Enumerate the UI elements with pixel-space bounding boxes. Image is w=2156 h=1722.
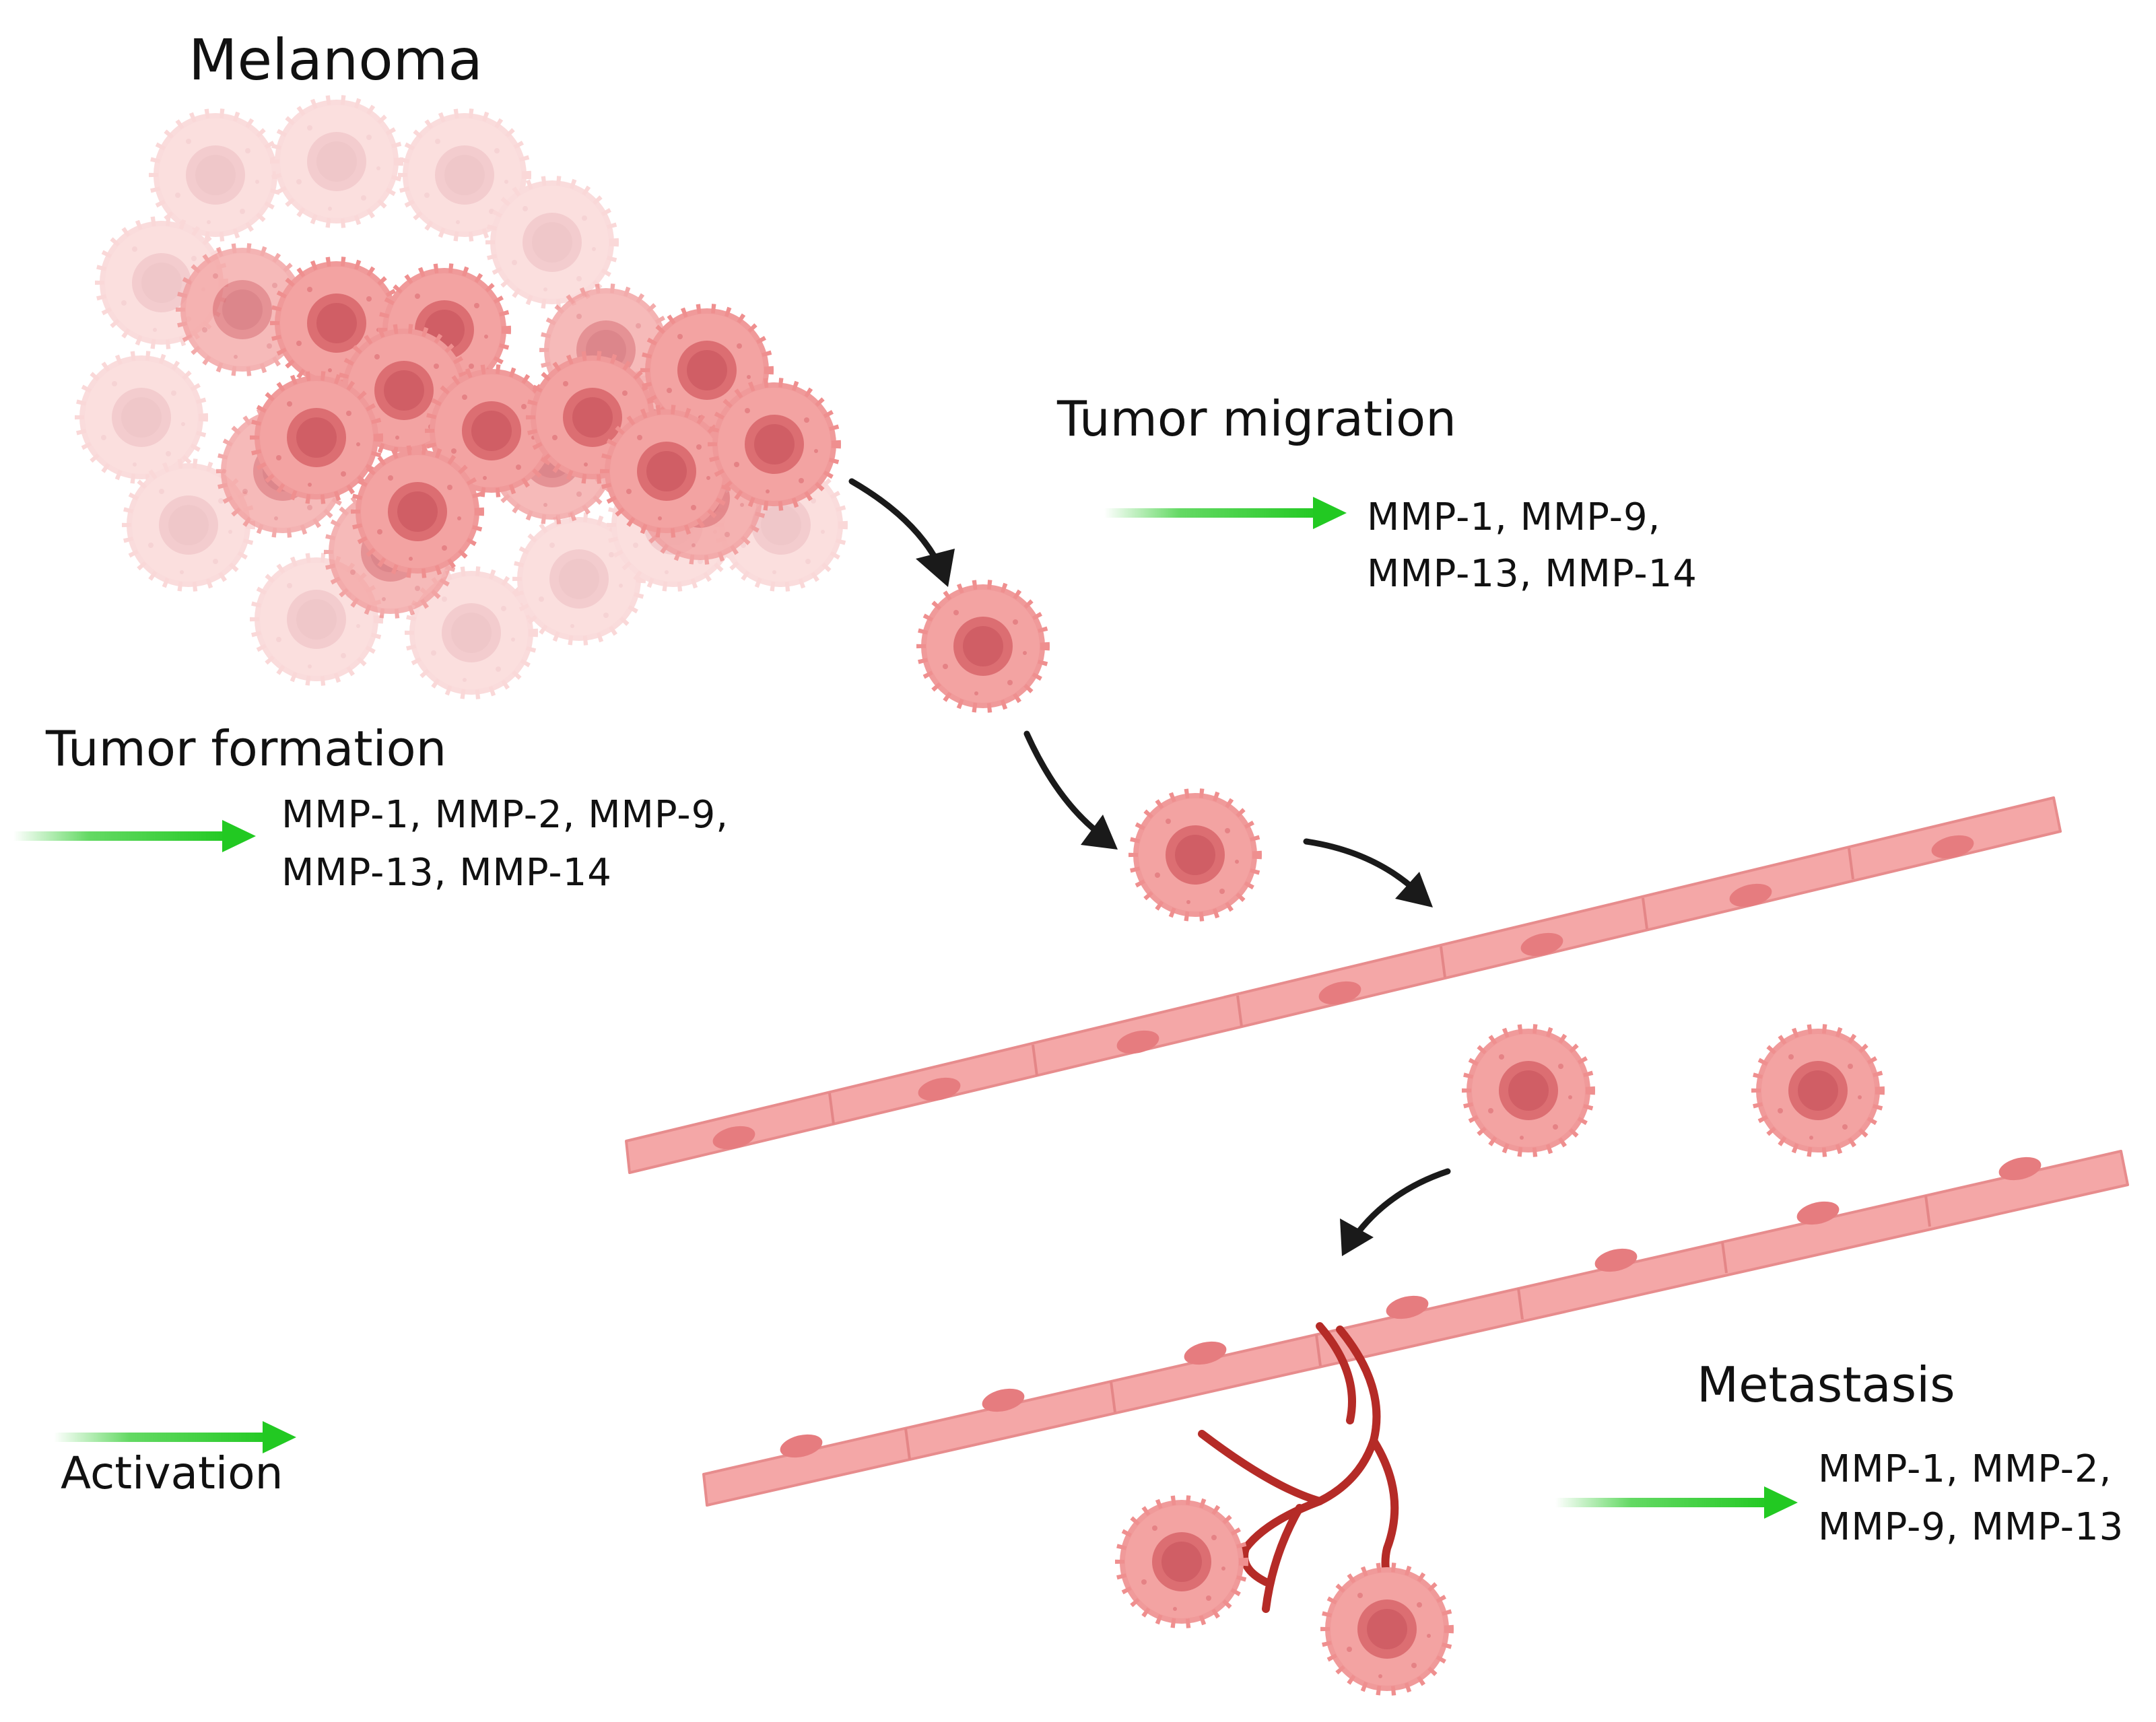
metastasis-heading: Metastasis <box>1697 1356 1955 1413</box>
lower-vessel-wall <box>702 1150 2129 1507</box>
migration-mmp-line-2: MMP-13, MMP-14 <box>1367 552 1697 596</box>
metastasis-mmp-line-1: MMP-1, MMP-2, <box>1818 1447 2112 1491</box>
metastasis-mmp-line-2: MMP-9, MMP-13 <box>1818 1505 2124 1549</box>
migrating-cell-1 <box>921 584 1045 708</box>
tumor-mass <box>79 100 843 695</box>
migrating-cell-2 <box>1133 793 1257 917</box>
diagram-title: Melanoma <box>189 27 483 93</box>
extravasated-cell-2 <box>1325 1567 1449 1691</box>
flow-arrowheads <box>916 549 1433 1256</box>
activation-arrow-legend <box>54 1421 296 1453</box>
circulating-cell-1 <box>1467 1029 1590 1152</box>
migration-mmp-line-1: MMP-1, MMP-9, <box>1367 495 1661 539</box>
formation-mmp-line-2: MMP-13, MMP-14 <box>281 851 612 895</box>
activation-arrow-migration <box>1104 497 1347 529</box>
circulating-cell-2 <box>1756 1029 1880 1152</box>
migration-heading: Tumor migration <box>1057 390 1456 447</box>
legend-activation-label: Activation <box>61 1447 283 1499</box>
formation-mmp-line-1: MMP-1, MMP-2, MMP-9, <box>281 793 729 837</box>
extravasated-cell-1 <box>1120 1500 1244 1624</box>
activation-arrow-metastasis <box>1555 1486 1798 1519</box>
upper-vessel-wall <box>625 796 2062 1174</box>
activation-arrow-formation <box>13 820 256 852</box>
formation-heading: Tumor formation <box>46 720 447 777</box>
